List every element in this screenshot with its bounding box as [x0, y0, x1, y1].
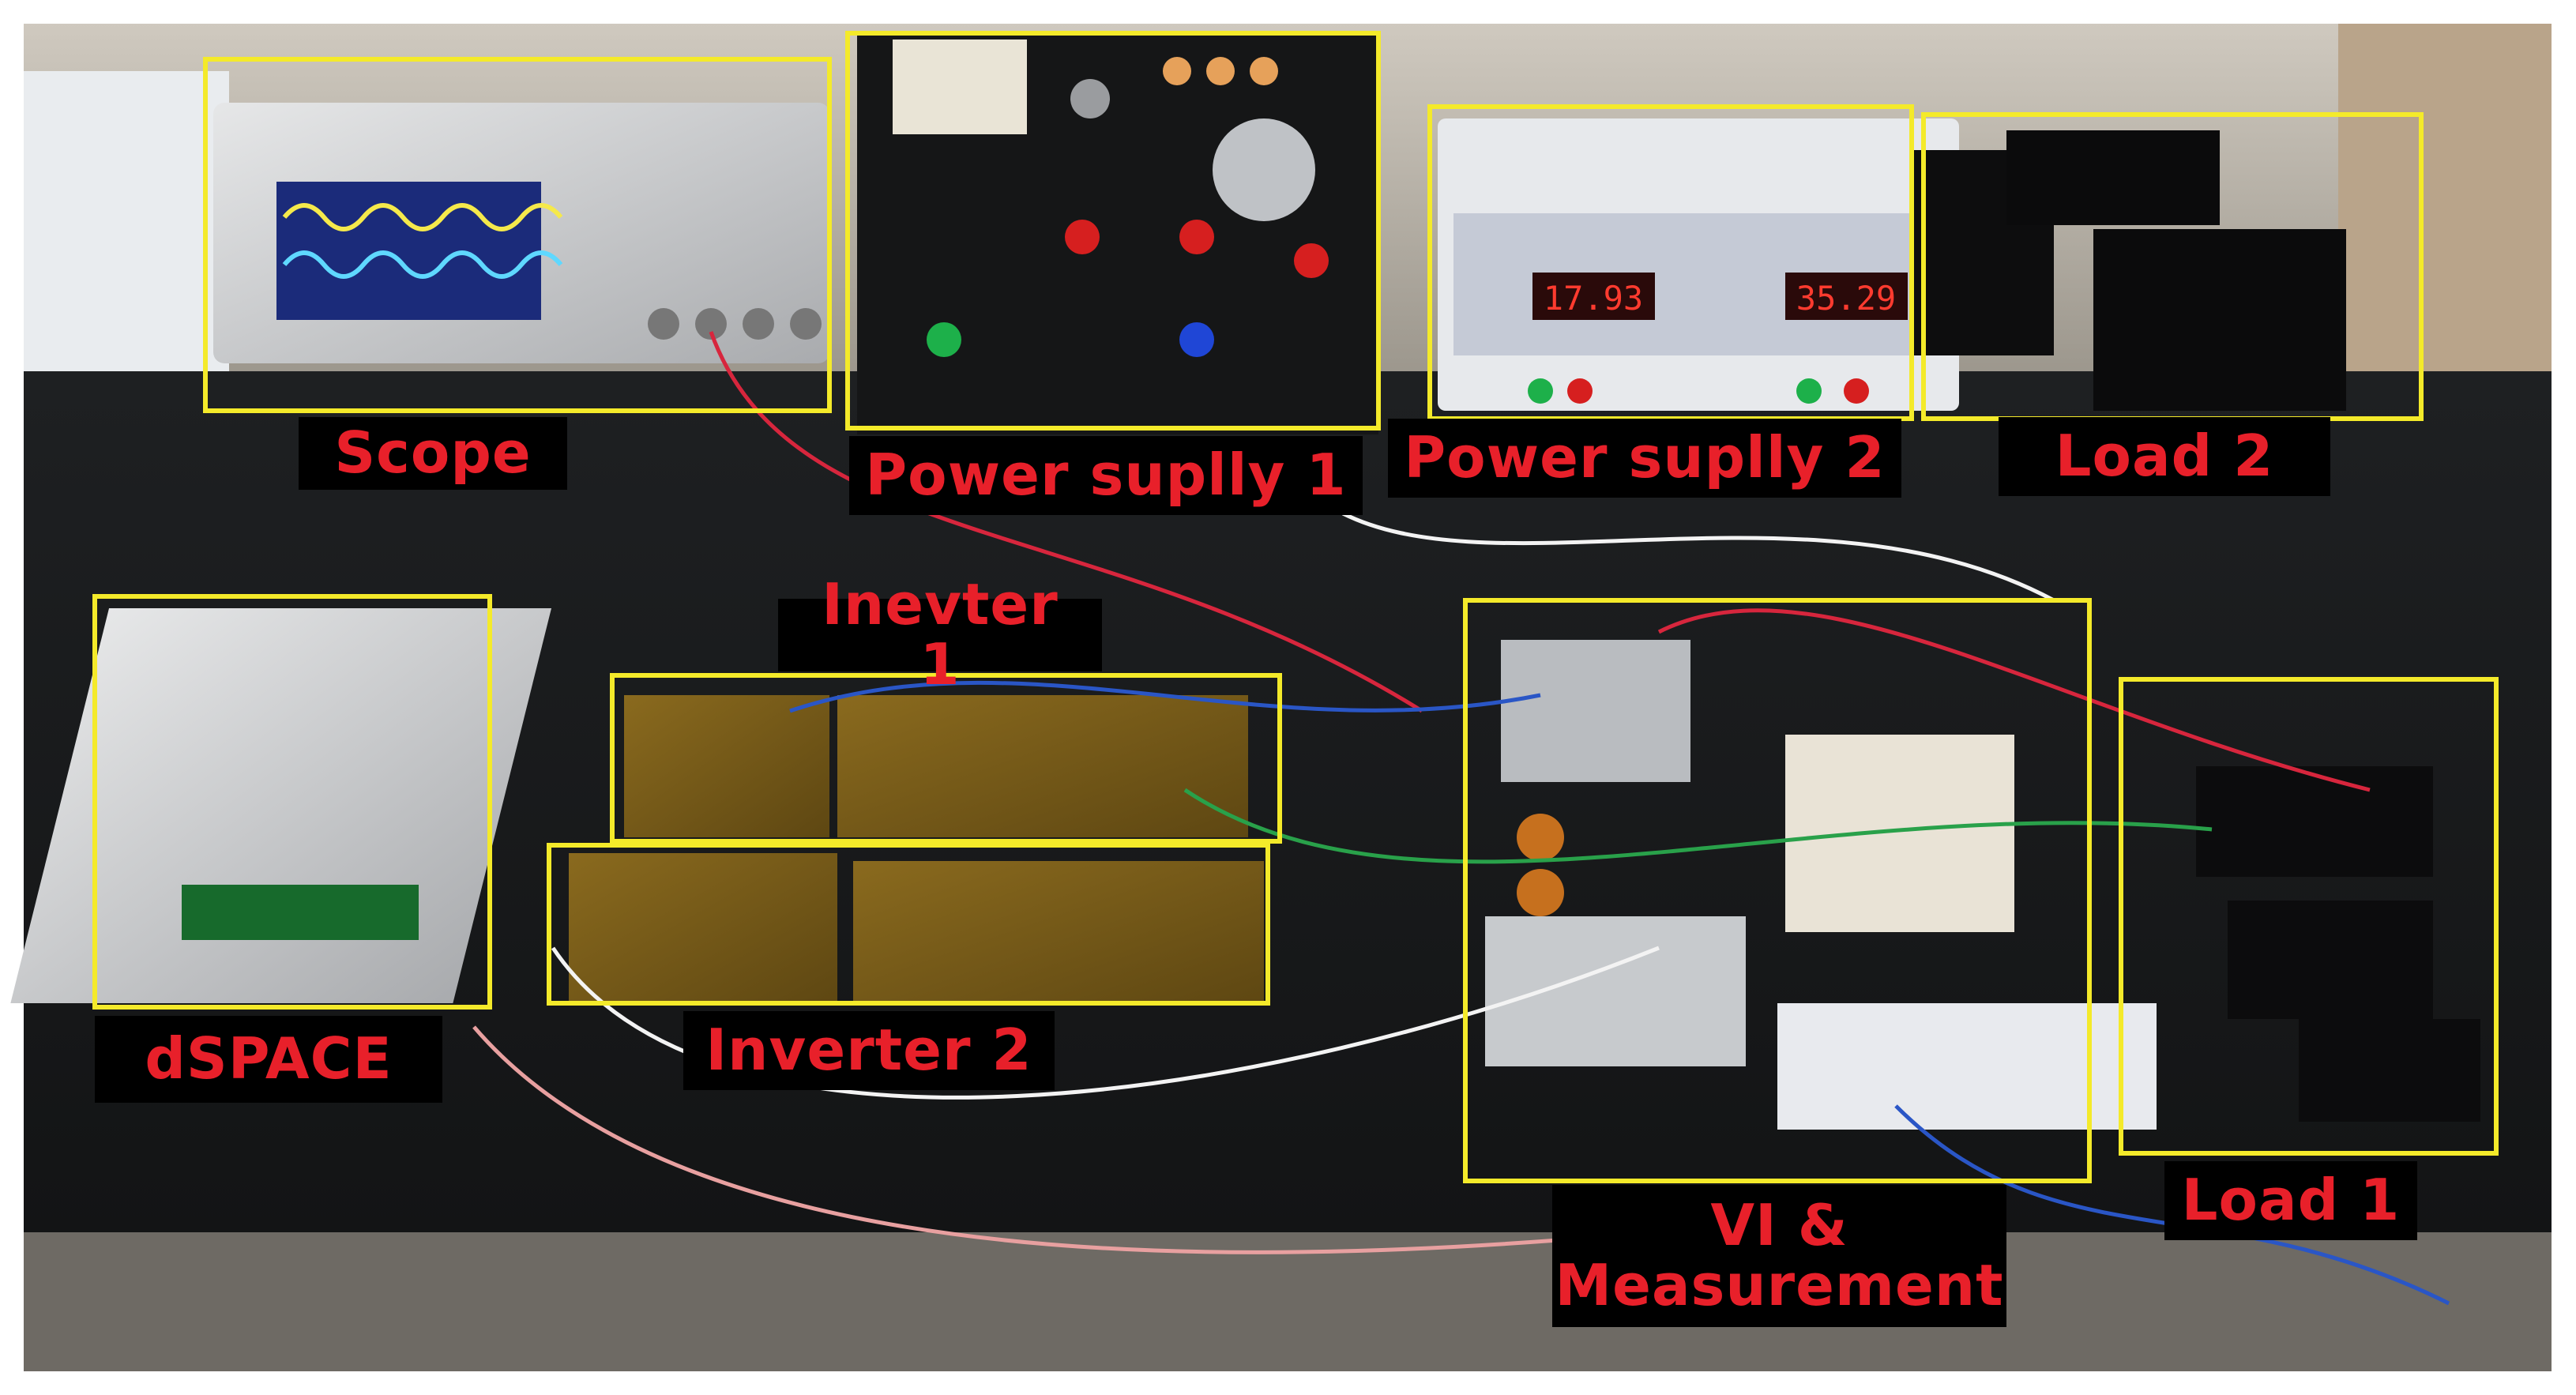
- box-dspace: [92, 594, 492, 1010]
- dspace-unit: [10, 608, 552, 1003]
- inverter-2-board: [569, 853, 1264, 1003]
- annotation-boxes: [92, 31, 2499, 1183]
- floor: [24, 1232, 2552, 1371]
- power-supply-2: 17.93 35.29: [1438, 118, 1959, 411]
- label-power-supply-1: Power suplly 1: [849, 436, 1363, 515]
- label-load-1: Load 1: [2164, 1161, 2417, 1240]
- box-scope: [203, 57, 832, 413]
- load-2-transformers: [1912, 130, 2346, 411]
- ps2-left-readout: 17.93: [1544, 279, 1643, 318]
- box-vi-measurement: [1463, 598, 2092, 1183]
- power-supply-1: [857, 32, 1378, 434]
- wires: [472, 331, 2450, 1306]
- label-scope: Scope: [299, 417, 567, 490]
- label-power-supply-2: Power suplly 2: [1388, 419, 1901, 498]
- label-load-2: Load 2: [1999, 417, 2330, 496]
- label-inverter-2: Inverter 2: [683, 1011, 1055, 1090]
- box-power-supply-1: [845, 31, 1381, 431]
- oscilloscope: [213, 103, 829, 363]
- load-1-transformers: [2196, 766, 2480, 1122]
- inverter-1-board: [624, 695, 1248, 837]
- label-vi-measurement: VI &Measurement: [1552, 1185, 2006, 1327]
- label-dspace: dSPACE: [95, 1016, 442, 1103]
- box-inverter-2: [547, 843, 1270, 1006]
- ps2-right-readout: 35.29: [1796, 279, 1896, 318]
- box-load-1: [2119, 677, 2499, 1156]
- left-cabinet: [24, 71, 229, 387]
- box-inverter-1: [610, 673, 1282, 844]
- label-inverter-1: Inevter 1: [778, 575, 1102, 694]
- measurement-panel: [1485, 640, 2157, 1130]
